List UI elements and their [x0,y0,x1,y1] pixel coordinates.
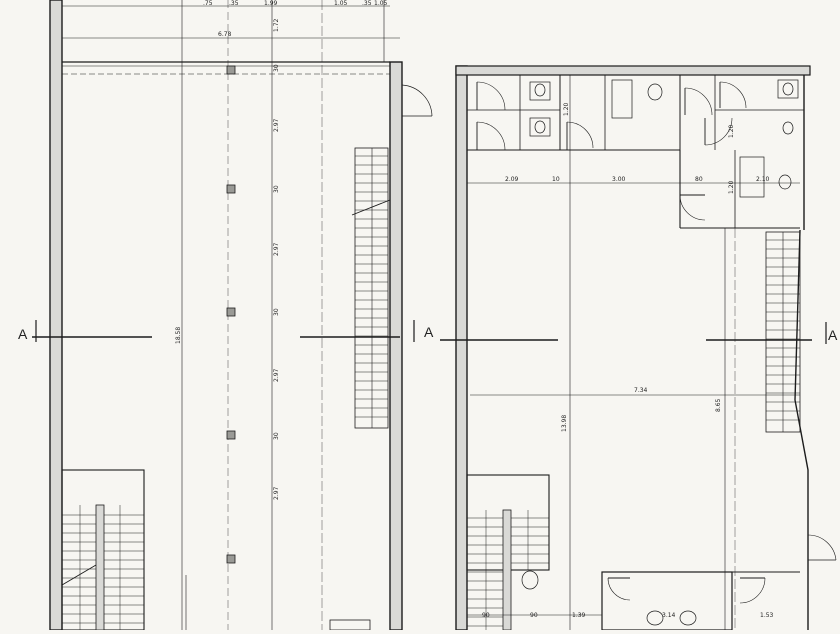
right-side-length: 8.65 [715,398,722,412]
dim-text: 1.20 [563,102,570,116]
toilet-icon [778,174,792,190]
column-dim: 30 [273,432,280,440]
dim-text: 1.99 [264,0,278,7]
left-plan-west-wall [49,0,63,631]
toilet-icon [782,121,794,135]
dim-text: .35 [362,0,372,7]
dim-text: 90 [482,612,490,619]
left-floor-plan [49,0,433,631]
right-plan-north-wall [455,65,811,76]
right-floor-plan [455,65,837,631]
toilet-icon [647,83,663,101]
dim-text: 1.39 [572,612,586,619]
toilet-icon [646,610,664,626]
toilet-icon [534,83,546,97]
column-dim: 2.97 [273,118,280,132]
dim-text: .35 [229,0,239,7]
restroom-door [476,121,506,151]
column-marker [226,65,236,75]
dim-text: 80 [695,176,703,183]
right-plan-staircase [765,231,801,433]
column-dim: 30 [273,308,280,316]
dim-text: 1.20 [728,124,735,138]
column-marker [226,184,236,194]
left-plan-entry-door [401,84,433,118]
right-section-label-a-end: A [828,327,838,343]
dim-text: 2.10 [756,176,770,183]
sink-fixture [739,156,765,198]
column-dim: 2.97 [273,368,280,382]
toilet-icon [679,610,697,626]
left-plan-east-wall [389,61,403,631]
toilet-fixture [777,79,799,99]
restroom-door [566,121,594,150]
column-dim: 2.97 [273,242,280,256]
right-overall-width: 7.34 [634,387,648,394]
toilet-icon [782,82,794,96]
dim-text: 1.05 [334,0,348,7]
left-section-label-a: A [18,326,28,342]
dim-text: 1.20 [728,180,735,194]
column-marker [226,554,236,564]
right-section-line-a [440,322,827,344]
dim-text: 10 [552,176,560,183]
dim-text: 1.05 [374,0,388,7]
column-marker [226,430,236,440]
left-section-line-a [32,320,400,342]
column-marker [226,307,236,317]
left-overall-width: 6.78 [218,31,232,38]
left-plan-lower-staircase [61,469,145,631]
service-door [679,194,706,221]
right-plan-lower-staircase [466,474,550,631]
dim-text: 2.09 [505,176,519,183]
right-section-label-a: A [424,324,434,340]
column-dim: 30 [273,64,280,72]
restroom-door [719,81,747,109]
bottom-room-door [607,577,631,601]
right-inner-length: 13.98 [561,415,568,432]
column-dim: 30 [273,185,280,193]
dim-text: 3.00 [612,176,626,183]
restroom-door [704,117,733,146]
sink-fixture [611,79,633,119]
right-plan-west-wall [455,65,468,631]
dim-text: .75 [203,0,213,7]
left-top-extra: 1.72 [273,18,280,32]
toilet-fixture [529,81,551,101]
toilet-icon [534,120,546,134]
restroom-door [684,87,713,116]
bottom-service-room [601,571,733,631]
left-overall-length: 18.58 [175,327,182,344]
toilet-icon [521,570,539,590]
bottom-room-door [739,577,766,604]
column-dim: 2.97 [273,486,280,500]
dim-text: 90 [530,612,538,619]
dim-text: 1.53 [760,612,774,619]
restroom-door [476,81,506,111]
left-plan-staircase [351,147,391,429]
toilet-fixture [529,117,551,137]
dim-text: 3.14 [662,612,676,619]
